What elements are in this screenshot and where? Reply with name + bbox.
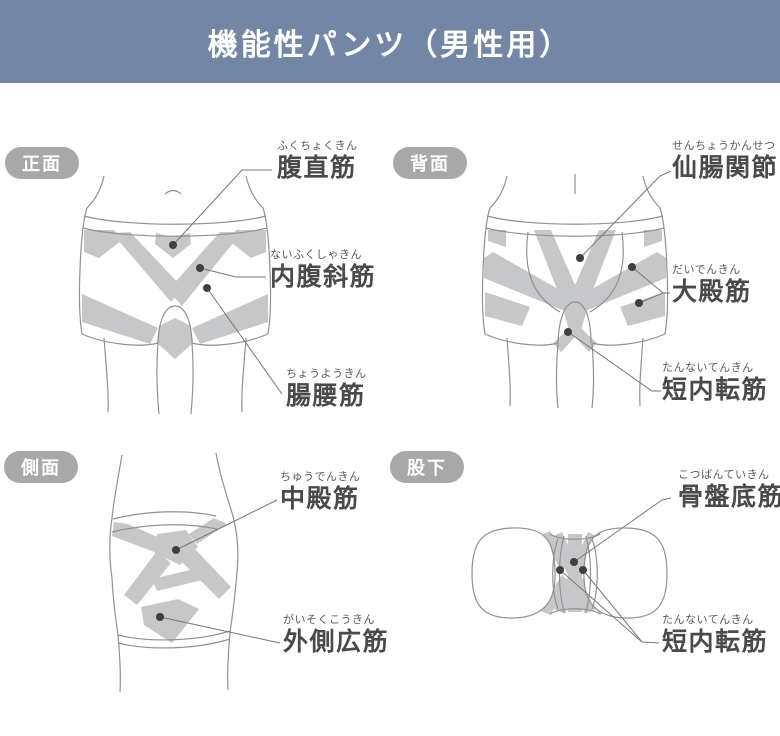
label-tannaitenkin-inseam: たんないてんきん 短内転筋 (662, 613, 768, 656)
label-gaisokukokin: がいそくこうきん 外側広筋 (283, 613, 389, 656)
marker-dot-iliopsoas (203, 284, 211, 292)
furigana-naifukushakin: ないふくしゃきん (270, 249, 362, 261)
title-banner: 機能性パンツ（男性用） (0, 0, 780, 83)
label-chudenkin: ちゅうでんきん 中殿筋 (280, 470, 361, 513)
front-leader-lines (169, 169, 283, 395)
kanji-kotsubanteikin: 骨盤底筋 (678, 483, 780, 511)
side-body-outline (109, 452, 239, 693)
marker-dot-adductor-brevis-left (556, 566, 564, 574)
side-muscle-bands (112, 518, 231, 643)
kanji-tannaitenkin-back: 短内転筋 (662, 376, 769, 404)
inseam-view-badge: 股下 (390, 451, 464, 483)
back-muscle-bands (484, 230, 666, 352)
back-leader-lines (564, 170, 672, 392)
page-title: 機能性パンツ（男性用） (207, 28, 573, 62)
marker-dot-adductor-brevis-right (579, 566, 587, 574)
marker-dot-vastus-lateralis (156, 613, 164, 621)
inseam-figure-illustration (471, 497, 672, 644)
marker-dot-gluteus-medius (172, 546, 180, 554)
furigana-fukuchokukin: ふくちょくきん (277, 140, 358, 152)
inseam-body-outline (471, 527, 668, 619)
kanji-naifukushakin: 内腹斜筋 (270, 263, 377, 291)
furigana-kotsubanteikin: こつばんていきん (678, 469, 770, 481)
label-choyokin: ちょうようきん 腸腰筋 (286, 367, 367, 410)
inseam-leader-lines (556, 497, 672, 644)
back-figure-illustration (481, 170, 672, 409)
marker-dot-gluteus-maximus-lower (635, 299, 643, 307)
furigana-choyokin: ちょうようきん (286, 368, 367, 380)
furigana-daidenkin: だいでんきん (672, 264, 741, 276)
kanji-fukuchokukin: 腹直筋 (277, 154, 357, 182)
marker-dot-rectus-abdominis (169, 241, 177, 249)
kanji-daidenkin: 大殿筋 (672, 278, 752, 306)
side-view-badge: 側面 (4, 451, 78, 483)
back-view-badge: 背面 (393, 147, 467, 179)
kanji-choyokin: 腸腰筋 (286, 382, 366, 410)
right-leg-outline (583, 527, 668, 619)
side-figure-illustration (109, 452, 281, 693)
back-body-outline (481, 174, 669, 409)
label-naifukushakin: ないふくしゃきん 内腹斜筋 (270, 248, 376, 291)
kanji-gaisokukokin: 外側広筋 (283, 628, 390, 656)
left-leg-outline (471, 527, 556, 619)
label-tannaitenkin-back: たんないてんきん 短内転筋 (662, 361, 768, 404)
label-daidenkin: だいでんきん 大殿筋 (672, 263, 752, 306)
navel-mark (164, 189, 182, 195)
marker-dot-sacroiliac-joint (576, 254, 584, 262)
furigana-gaisokukokin: がいそくこうきん (283, 614, 375, 626)
furigana-chudenkin: ちゅうでんきん (280, 471, 361, 483)
front-figure-illustration (78, 169, 283, 415)
marker-dot-adductor-brevis-back (564, 328, 572, 336)
label-kotsubanteikin: こつばんていきん 骨盤底筋 (678, 468, 780, 511)
front-muscle-bands (82, 230, 268, 359)
label-fukuchokukin: ふくちょくきん 腹直筋 (277, 139, 358, 182)
kanji-senchokansetsu: 仙腸関節 (672, 154, 779, 182)
side-leader-lines (156, 499, 281, 644)
label-senchokansetsu: せんちょうかんせつ 仙腸関節 (672, 139, 778, 182)
marker-dot-internal-oblique (196, 264, 204, 272)
furigana-tannaitenkin-back: たんないてんきん (662, 362, 754, 374)
front-view-badge: 正面 (5, 147, 79, 179)
furigana-senchokansetsu: せんちょうかんせつ (672, 140, 776, 152)
marker-dot-gluteus-maximus-upper (628, 263, 636, 271)
kanji-tannaitenkin-inseam: 短内転筋 (662, 628, 769, 656)
marker-dot-pelvic-floor (570, 558, 578, 566)
front-body-outline (78, 175, 272, 415)
furigana-tannaitenkin-inseam: たんないてんきん (662, 614, 754, 626)
kanji-chudenkin: 中殿筋 (280, 485, 360, 513)
